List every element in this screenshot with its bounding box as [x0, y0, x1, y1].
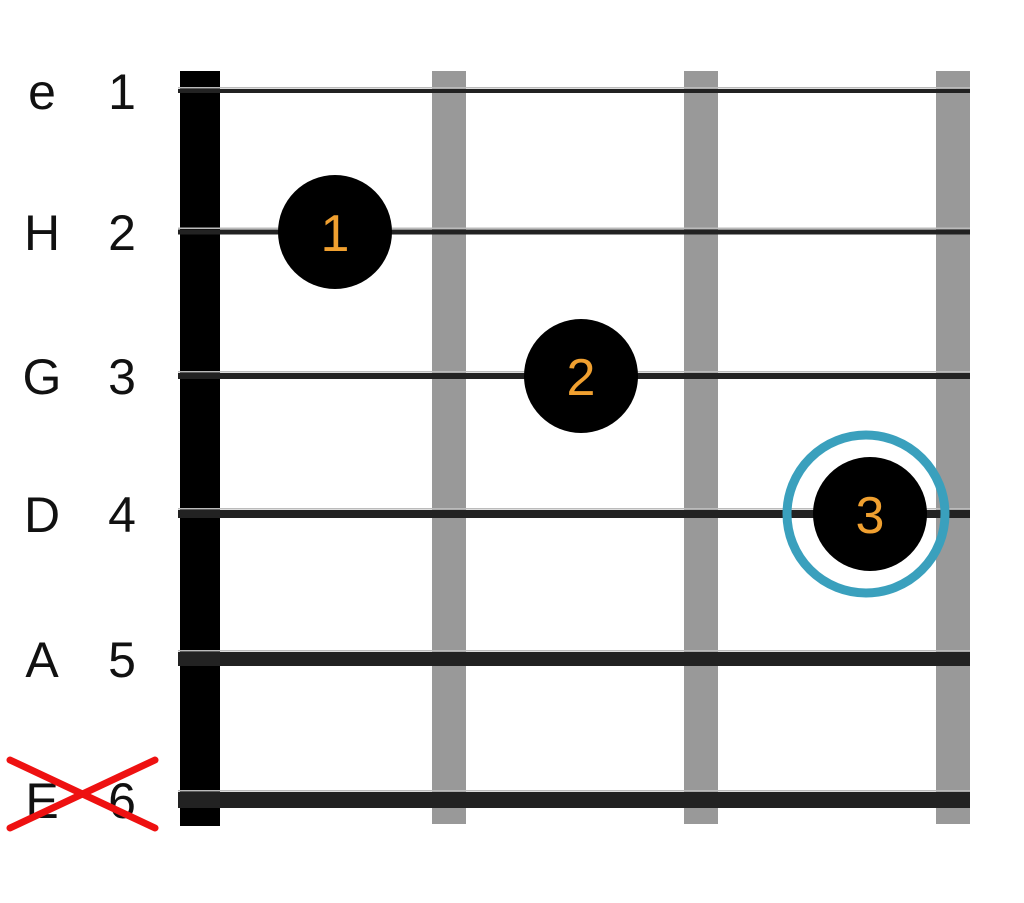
string-2	[178, 227, 970, 235]
fret-3	[936, 71, 970, 824]
mute-x-icon	[6, 756, 159, 832]
finger-3-dot: 3	[782, 430, 950, 598]
strings	[178, 87, 970, 808]
string-number-5: 5	[108, 632, 136, 688]
string-6	[178, 790, 970, 808]
string-name-5: A	[25, 632, 59, 688]
string-number-2: 2	[108, 205, 136, 261]
string-name-2: H	[24, 205, 60, 261]
finger-number: 1	[321, 205, 350, 263]
string-number-1: 1	[108, 64, 136, 120]
finger-number: 2	[567, 349, 596, 407]
string-number-4: 4	[108, 487, 136, 543]
string-name-4: D	[24, 487, 60, 543]
string-4	[178, 508, 970, 518]
finger-number: 3	[856, 487, 885, 545]
fretboard	[180, 71, 970, 826]
finger-2-dot: 2	[524, 319, 638, 433]
finger-positions: 1 2 3	[278, 175, 950, 598]
string-name-1: e	[28, 64, 56, 120]
string-name-3: G	[23, 349, 62, 405]
string-5	[178, 650, 970, 666]
nut	[180, 71, 220, 826]
root-ring	[782, 430, 950, 598]
string-1	[178, 87, 970, 93]
fret-2	[684, 71, 718, 824]
string-number-3: 3	[108, 349, 136, 405]
fret-1	[432, 71, 466, 824]
finger-1-dot: 1	[278, 175, 392, 289]
